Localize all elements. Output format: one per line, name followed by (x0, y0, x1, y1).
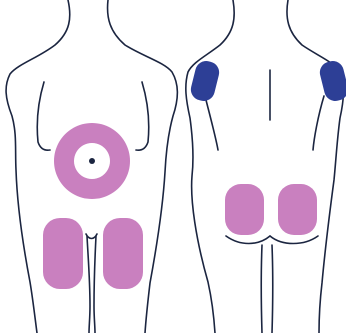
front-crotch-outline (87, 236, 90, 333)
front-crotch-outline-right (94, 236, 96, 333)
left-buttock-injection-site (225, 184, 264, 235)
back-inner-leg-left (261, 245, 262, 333)
right-upper-arm-injection-site (318, 59, 346, 104)
back-view-figure (186, 0, 346, 333)
front-left-arm-outline (37, 82, 50, 150)
buttock-fold-left (226, 236, 270, 244)
back-right-arm-outline (313, 96, 324, 150)
back-left-arm-outline (205, 96, 218, 150)
front-view-figure (6, 0, 177, 333)
right-buttock-injection-site (278, 184, 317, 235)
buttock-fold-right (270, 236, 318, 244)
back-left-outline (186, 0, 234, 333)
navel-dot (89, 158, 95, 164)
back-inner-leg-right (272, 245, 273, 333)
back-right-outline (287, 0, 343, 333)
front-right-arm-outline (136, 82, 149, 150)
right-thigh-injection-site (103, 218, 143, 289)
left-thigh-injection-site (43, 218, 83, 289)
